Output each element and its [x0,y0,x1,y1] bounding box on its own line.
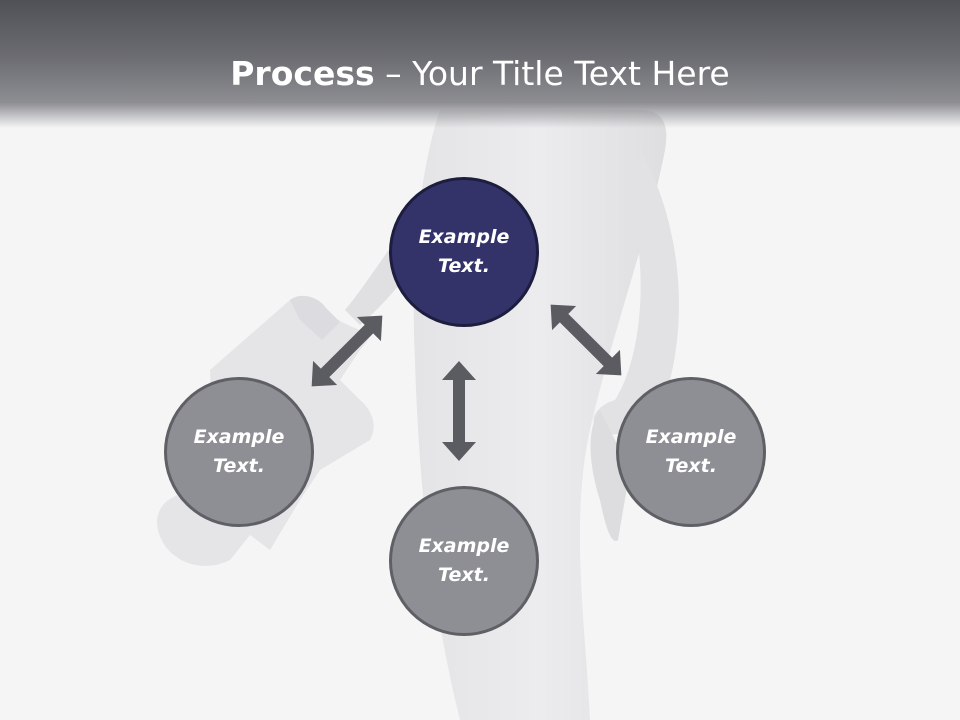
process-node-top[interactable]: Example Text. [389,177,539,327]
process-node-bottom[interactable]: Example Text. [389,486,539,636]
page-title: Process – Your Title Text Here [0,50,960,98]
node-label-bottom: Example Text. [418,535,510,586]
double-arrow-top-bottom [442,361,476,461]
title-strong: Process [230,54,375,93]
double-arrow-top-left [311,315,383,387]
title-bar: Process – Your Title Text Here [0,0,960,128]
process-node-left[interactable]: Example Text. [164,377,314,527]
double-arrow-top-right [550,304,622,376]
node-label-right: Example Text. [645,426,737,477]
title-rest: – Your Title Text Here [374,54,730,93]
node-label-top: Example Text. [418,226,510,277]
process-node-right[interactable]: Example Text. [616,377,766,527]
node-label-left: Example Text. [193,426,285,477]
